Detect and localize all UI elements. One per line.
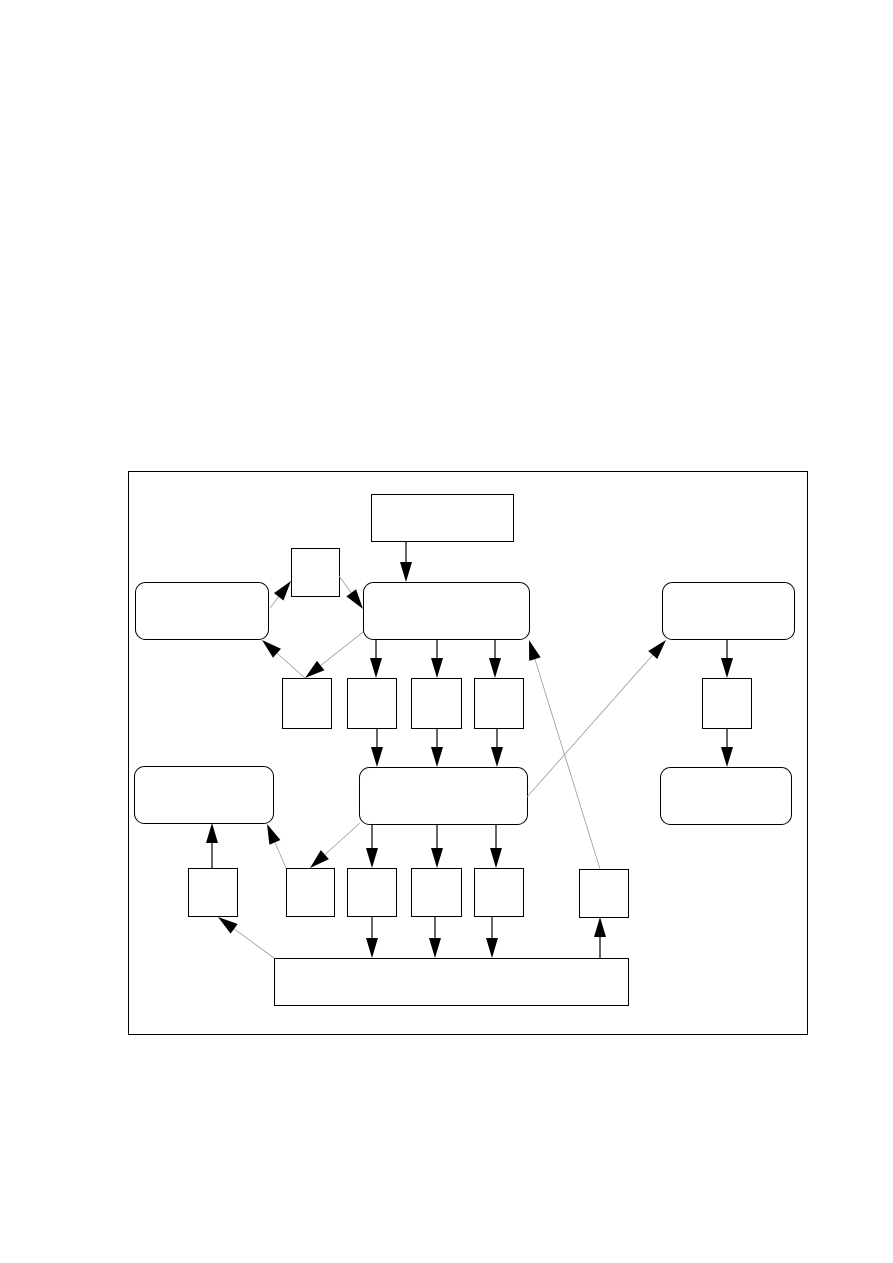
connector-arrow	[218, 917, 275, 959]
source-box	[371, 494, 514, 542]
connector-arrow	[491, 728, 503, 767]
box-r1-3	[411, 678, 462, 729]
connector-line	[526, 654, 654, 798]
connector-arrow	[269, 581, 291, 609]
arrowhead-icon	[529, 640, 541, 661]
arrowhead-icon	[721, 747, 733, 767]
arrowhead-icon	[431, 747, 443, 767]
arrowhead-icon	[486, 938, 498, 958]
connector-arrow	[489, 639, 501, 678]
connector-line	[534, 658, 601, 870]
connector-line	[233, 928, 275, 959]
arrowhead-icon	[346, 589, 363, 609]
arrowhead-icon	[267, 824, 281, 845]
box-r1-4	[474, 678, 524, 729]
connector-line	[324, 822, 361, 855]
center-rounded-box-2	[359, 767, 528, 825]
box-r2-2	[347, 868, 397, 917]
connector-arrow	[267, 824, 287, 869]
arrowhead-icon	[429, 938, 441, 958]
box-r1-1	[282, 678, 332, 729]
arrowhead-icon	[491, 747, 503, 767]
arrowhead-icon	[648, 640, 666, 659]
box-r2-left	[188, 868, 238, 917]
left-rounded-box-2	[134, 766, 274, 824]
sink-box	[274, 958, 629, 1006]
box-r2-4	[474, 868, 524, 917]
connector-arrow	[366, 916, 378, 958]
connector-arrow	[431, 639, 443, 678]
connector-arrow	[490, 824, 502, 868]
left-rounded-box-1	[135, 582, 269, 640]
arrowhead-icon	[431, 658, 443, 678]
arrowhead-icon	[489, 658, 501, 678]
arrowhead-icon	[490, 848, 502, 868]
arrowhead-icon	[366, 848, 378, 868]
box-r1-2	[347, 678, 397, 729]
connector-arrow	[594, 917, 606, 958]
connector-line	[320, 631, 364, 666]
box-r2-3	[411, 868, 462, 917]
connector-arrow	[431, 824, 443, 868]
right-rounded-box-2	[660, 767, 792, 825]
connector-arrow	[338, 575, 363, 609]
connector-arrow	[305, 631, 364, 678]
connector-arrow	[371, 728, 383, 767]
connector-arrow	[431, 728, 443, 767]
connector-line	[338, 575, 352, 594]
arrowhead-icon	[206, 823, 218, 843]
connector-arrow	[206, 823, 218, 868]
connector-arrow	[529, 640, 601, 870]
arrowhead-icon	[218, 917, 238, 934]
connector-line	[276, 652, 306, 679]
box-r1-right	[702, 678, 752, 729]
center-rounded-box-1	[363, 582, 530, 640]
arrowhead-icon	[310, 850, 329, 868]
connector-arrow	[262, 640, 306, 679]
arrowhead-icon	[366, 938, 378, 958]
arrowhead-icon	[721, 658, 733, 678]
arrowhead-icon	[262, 640, 281, 658]
connector-arrow	[366, 824, 378, 868]
connector-line	[269, 596, 280, 609]
arrowhead-icon	[371, 747, 383, 767]
connector-line	[274, 842, 287, 869]
arrowhead-icon	[273, 581, 291, 601]
connector-arrow	[486, 916, 498, 958]
connector-arrow	[721, 728, 733, 767]
right-rounded-box-1	[662, 582, 795, 640]
box-r2-right	[579, 869, 629, 918]
connector-arrow	[721, 639, 733, 678]
diagram-frame	[128, 471, 808, 1035]
connector-arrow	[429, 916, 441, 958]
arrowhead-icon	[400, 562, 412, 582]
box-r2-1	[286, 868, 335, 917]
connector-arrow	[370, 639, 382, 678]
arrowhead-icon	[594, 917, 606, 937]
arrowhead-icon	[370, 658, 382, 678]
small-box-top	[291, 548, 340, 597]
connector-arrow	[310, 822, 361, 868]
arrowhead-icon	[431, 848, 443, 868]
connector-arrow	[400, 541, 412, 582]
arrowhead-icon	[305, 660, 325, 678]
connector-arrow	[526, 640, 666, 798]
